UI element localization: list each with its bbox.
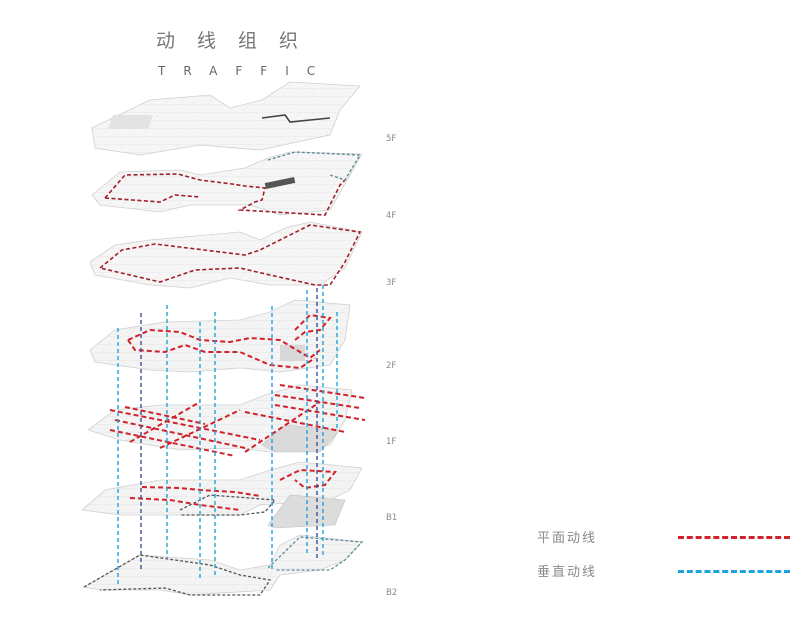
page-title: 动线组织 [156,30,321,52]
route-horizontal-3f [99,224,362,286]
floor-label-5f: 5F [386,134,397,144]
floor-plate-4f [91,151,363,216]
route-boundary-teal-b2 [267,536,364,571]
route-horizontal-4f [104,173,346,216]
route-boundary-dark-b2 [83,554,272,596]
floor-plate-1f [87,384,366,457]
legend-line-vertical [678,570,790,573]
floor-plate-2f [89,299,351,373]
floor-label-b1: B1 [386,513,398,523]
legend-line-horizontal [678,536,790,539]
route-horizontal-2f-b [127,339,316,370]
floor-label-3f: 3F [386,278,397,288]
floor-plate-b2 [82,534,364,596]
legend-label-horizontal: 平面动线 [537,531,598,546]
route-horizontal-2f-c [294,313,332,341]
floor-plate-b1 [81,461,363,529]
legend-label-vertical: 垂直动线 [537,565,598,580]
floor-label-1f: 1F [386,437,397,447]
route-boundary-dark-b1 [179,494,277,516]
floor-label-b2: B2 [386,588,398,598]
floor-label-2f: 2F [386,361,397,371]
floor-plate-3f [89,221,363,289]
page-subtitle: TRAFFIC [158,64,334,78]
route-vertical [117,285,338,585]
route-boundary-teal-4f [267,151,362,181]
floor-plate-5f [91,81,361,156]
route-horizontal-2f-a [127,328,321,360]
floor-label-4f: 4F [386,211,397,221]
